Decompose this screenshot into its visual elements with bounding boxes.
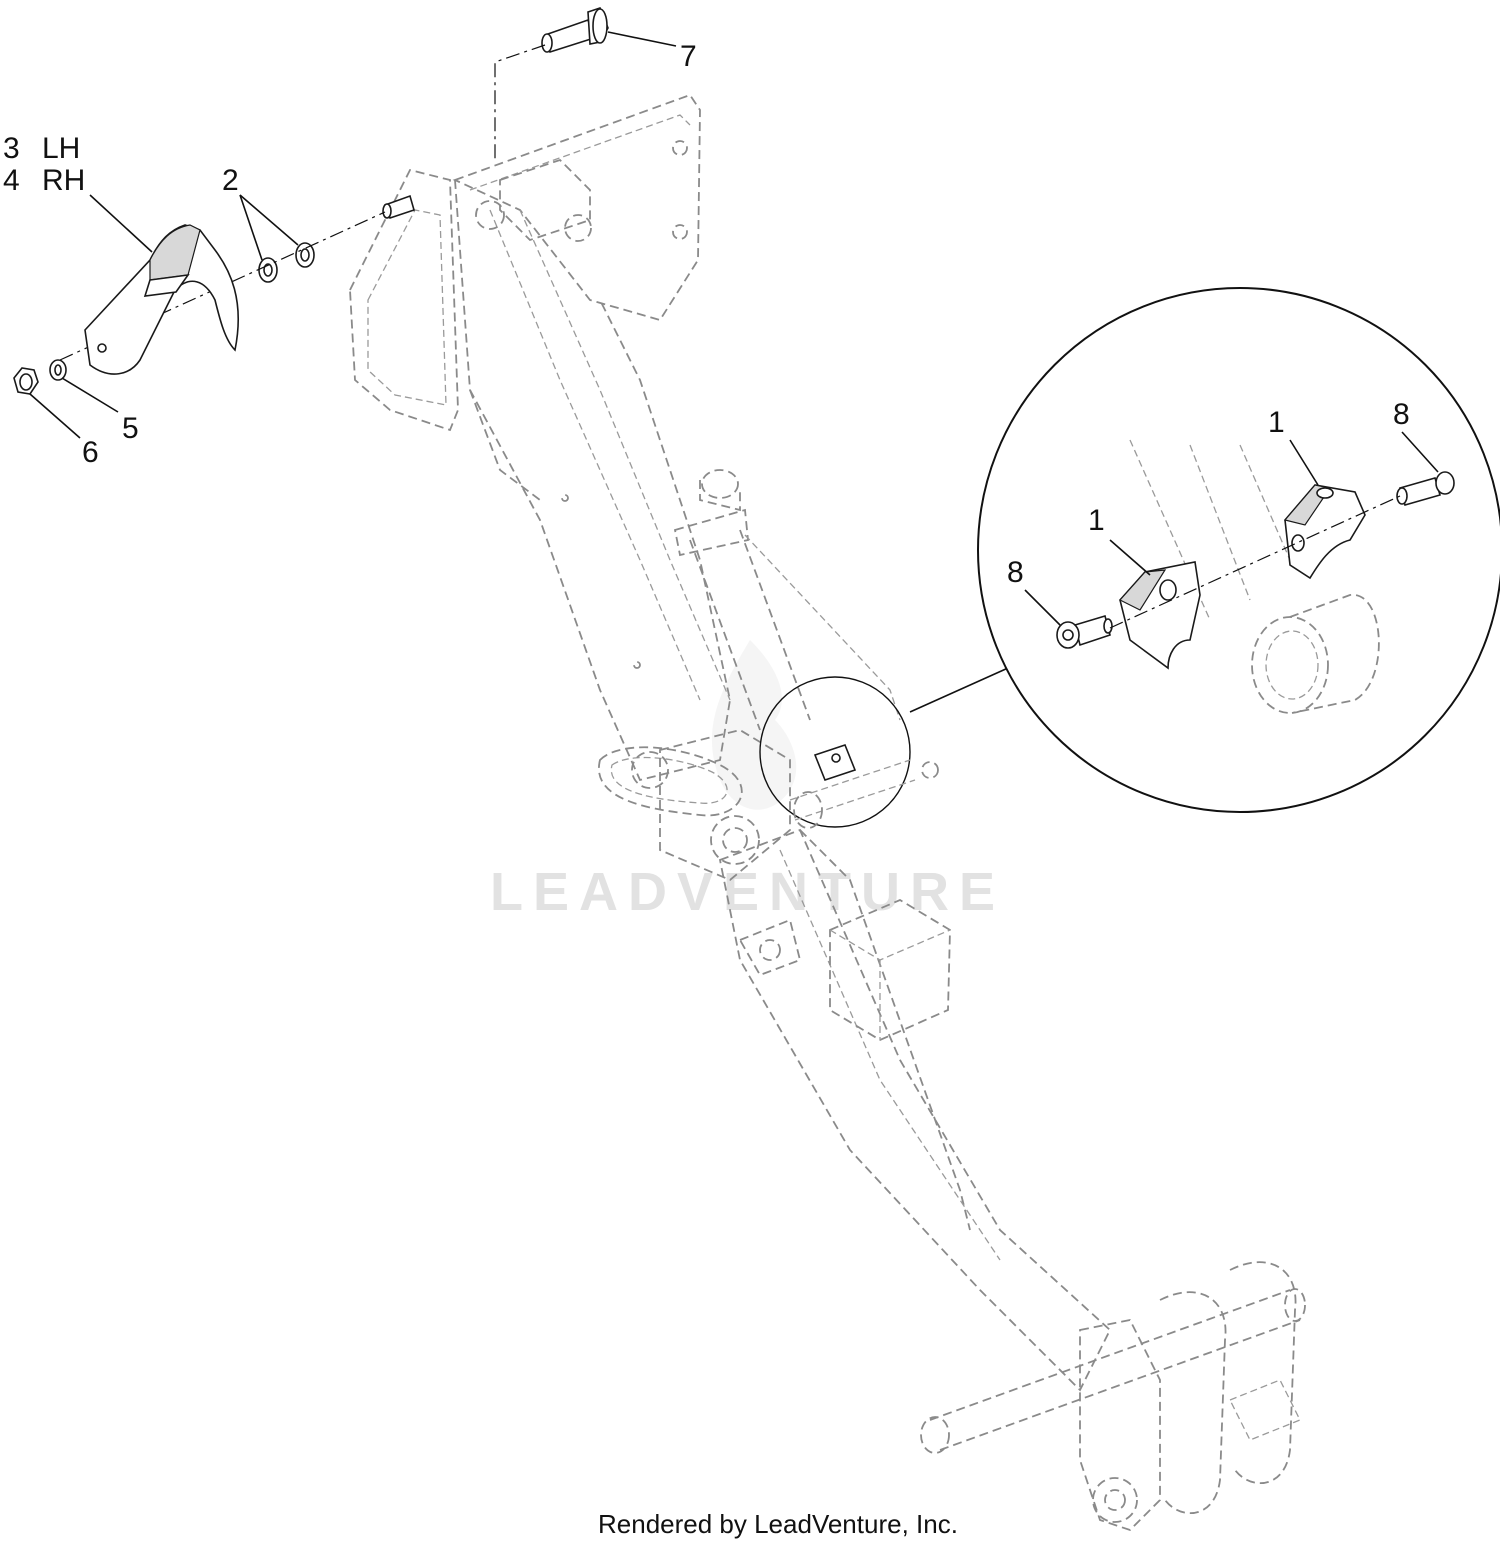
callout-1-upper: 1 (1268, 406, 1285, 439)
washer-2a (258, 257, 278, 283)
frame-arm-outline (349, 93, 1306, 1532)
detail-circle (977, 287, 1500, 813)
callout-4: 4 (3, 164, 20, 197)
callout-4-side: RH (42, 164, 85, 197)
watermark-text: LEADVENTURE (490, 862, 1005, 922)
washer-5 (49, 359, 67, 381)
clamp-half-lower (1119, 561, 1201, 670)
screw-lower (1056, 614, 1113, 649)
callout-7: 7 (680, 40, 697, 73)
washer-2b (295, 242, 315, 268)
hook-latch (84, 224, 239, 375)
stud (382, 194, 415, 220)
watermark-flame-icon (711, 640, 797, 810)
detail-connector-line (909, 667, 1009, 713)
clamp-on-frame (789, 744, 916, 829)
callout-8-upper: 8 (1393, 398, 1410, 431)
callout-3: 3 (3, 132, 20, 165)
callout-2: 2 (222, 164, 239, 197)
callout-5: 5 (122, 412, 139, 445)
detail-zoom-circle (759, 676, 911, 828)
footer-credit: Rendered by LeadVenture, Inc. (598, 1509, 958, 1539)
roller-ghost (1251, 594, 1380, 714)
nut-6 (13, 367, 39, 395)
clamp-half-upper (1283, 484, 1366, 580)
detail-view: 1 8 1 8 (977, 287, 1500, 813)
screw-upper (1396, 471, 1455, 506)
callout-1-lower: 1 (1088, 504, 1105, 537)
callout-3-side: LH (42, 132, 80, 165)
callout-8-lower: 8 (1007, 556, 1024, 589)
callout-6: 6 (82, 436, 99, 469)
bolt-top (541, 7, 609, 54)
